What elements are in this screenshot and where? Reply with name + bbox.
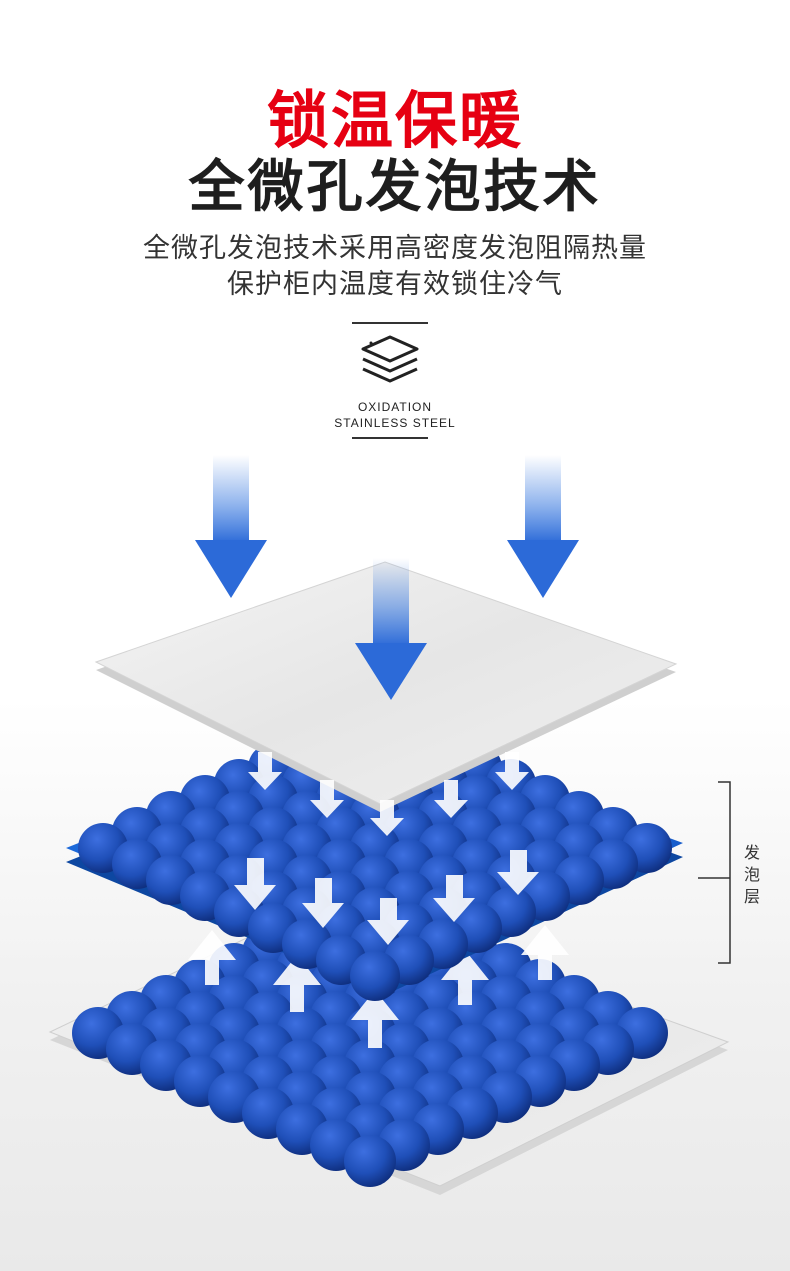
foam-layer-label: 发泡层	[743, 843, 760, 906]
headline-lock-warmth: 锁温保暖	[266, 84, 523, 157]
down-arrows-top	[248, 752, 529, 836]
foam-layer-bracket	[698, 781, 731, 964]
logo-text-stainless: STAINLESS STEEL	[334, 416, 456, 430]
logo-bottom-rule	[352, 437, 428, 439]
layers-icon	[361, 335, 419, 383]
logo-text-oxidation: OXIDATION	[357, 400, 433, 414]
description-line-2: 保护柜内温度有效锁住冷气	[227, 269, 563, 300]
description-line-1: 全微孔发泡技术采用高密度发泡阻隔热量	[143, 233, 647, 264]
foam-ball	[344, 1135, 396, 1187]
heat-arrows	[195, 455, 579, 700]
down-arrows-middle	[234, 850, 539, 945]
up-arrows	[188, 925, 569, 1048]
foam-ball	[350, 951, 400, 1001]
headline-foam-technology: 全微孔发泡技术	[188, 155, 602, 220]
logo-top-rule	[352, 322, 428, 324]
